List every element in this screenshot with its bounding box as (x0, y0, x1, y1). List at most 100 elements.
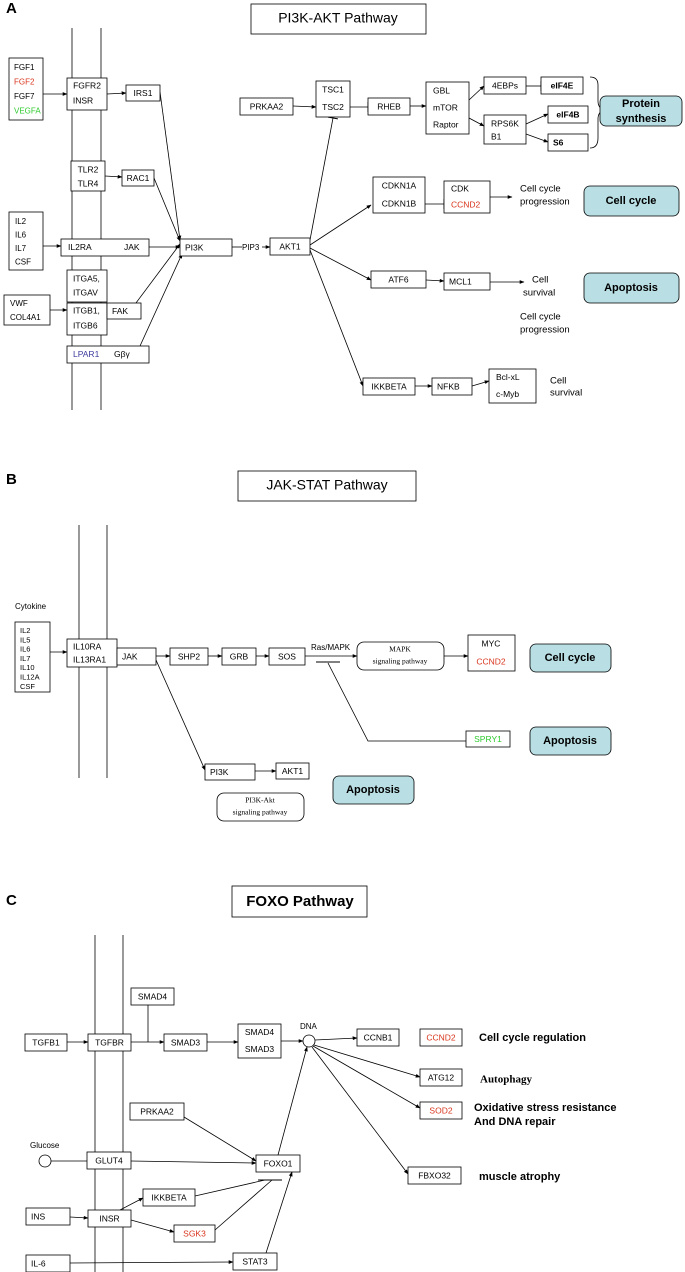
protein-synthesis-node (599, 95, 683, 127)
irs1-node (125, 84, 161, 102)
cytokine-a-1: IL6 (15, 231, 27, 240)
mtor-label: mTOR (433, 102, 458, 112)
cdk-label: CDK (451, 183, 469, 193)
eif4b-node-label: eIF4B (556, 109, 579, 119)
ins-to-insr (69, 1215, 89, 1220)
ccnb1-node (356, 1028, 400, 1047)
cytokine-b-2: IL6 (20, 645, 30, 654)
cytokine-a-2: IL7 (15, 244, 27, 253)
insr-c-node (87, 1209, 132, 1228)
cytokine-a-0: IL2 (15, 217, 27, 226)
fak-node (106, 302, 142, 320)
gby-label: Gβγ (114, 349, 131, 359)
akt1-b-node-label: AKT1 (282, 766, 304, 776)
smad4-top-node-label: SMAD4 (138, 991, 168, 1001)
cell-cycle-prog-4: progression (520, 325, 570, 336)
smad-complex-box (237, 1023, 282, 1059)
cytokine-b-1: IL5 (20, 635, 30, 644)
dna-to-sod2 (312, 1045, 421, 1109)
spry1-node (465, 730, 511, 748)
tlr-to-rac1 (104, 174, 123, 179)
apoptosis-b1-label: Apoptosis (543, 735, 597, 747)
eif4e-node (540, 76, 584, 95)
cytokine-b-4: IL10 (20, 663, 35, 672)
cdkn1b-label: CDKN1B (382, 198, 417, 208)
apoptosis-b2-node (332, 775, 415, 805)
rps6k-box (483, 114, 527, 145)
fgf-ligand-2: FGF7 (14, 92, 35, 101)
mtor-to-rps6k (468, 117, 485, 127)
fgfr2-to-irs1 (106, 91, 127, 96)
il13ra1-label: IL13RA1 (73, 654, 106, 664)
tgfbr-node (87, 1033, 132, 1052)
smad4-label: SMAD4 (245, 1027, 275, 1037)
ikkbeta-a-node (362, 377, 416, 396)
cdk-box (443, 180, 491, 214)
atf6-to-mcl1 (425, 278, 445, 283)
sgk3-node-label: SGK3 (183, 1228, 206, 1238)
fgfr2-insr-box (66, 77, 108, 111)
ins-node (25, 1207, 71, 1226)
rps6k-label: RPS6K (491, 118, 519, 128)
mtor-complex-box (425, 81, 470, 135)
jak-to-pi3k-b (155, 659, 206, 771)
raptor-label: Raptor (433, 119, 459, 129)
stat3-to-foxo1 (265, 1171, 293, 1254)
sgk3-node (173, 1224, 216, 1243)
cell-cycle-prog-2: progression (520, 197, 570, 208)
tsc-box (315, 80, 351, 118)
bclxl-label: Bcl-xL (496, 372, 520, 382)
itga5-label: ITGA5, (73, 273, 100, 283)
panel-c-title: FOXO Pathway (246, 893, 354, 910)
mapk-pathway-node (356, 641, 445, 671)
dna-to-fbxo32 (311, 1046, 409, 1175)
eif4b-node (547, 105, 589, 124)
cell-survival-2b: survival (550, 388, 582, 399)
atf6-node-label: ATF6 (388, 274, 408, 284)
cell-survival-1a: Cell (532, 275, 548, 286)
ebps-node-label: 4EBPs (492, 80, 518, 90)
pi3k-b-node-label: PI3K (210, 767, 229, 777)
ccnd2-a-label: CCND2 (451, 199, 481, 209)
spry1-inhibits-ras (327, 662, 466, 742)
mapk-label-2: signaling pathway (373, 657, 428, 666)
tgfb1-node-label: TGFB1 (32, 1037, 60, 1047)
synthesis-label: synthesis (616, 113, 667, 125)
jak-a-label: JAK (124, 242, 140, 252)
s6-node-label: S6 (553, 137, 564, 147)
insr-c-node-label: INSR (99, 1213, 119, 1223)
glut4-to-foxo1 (130, 1160, 257, 1165)
rac1-node-label: RAC1 (127, 173, 150, 183)
dna-repair-label: And DNA repair (474, 1116, 556, 1128)
akt1-inhibits-tsc (309, 117, 334, 241)
fgf-ligand-0: FGF1 (14, 63, 35, 72)
cytokine-b-0: IL2 (20, 626, 30, 635)
tgfbr-node-label: TGFBR (95, 1037, 124, 1047)
ebps-node (483, 76, 527, 95)
ccnd2-b-label: CCND2 (476, 656, 506, 666)
irs1-node-label: IRS1 (134, 88, 153, 98)
jak-b-node-label: JAK (122, 651, 138, 661)
foxo1-to-dna (277, 1046, 308, 1156)
apoptosis-b1-node (529, 726, 612, 756)
smad3-node (163, 1033, 208, 1052)
spry1-node-label: SPRY1 (474, 734, 502, 744)
nfkb-node (431, 377, 473, 396)
panel-b-title: JAK-STAT Pathway (266, 477, 387, 493)
cdkn-box (372, 176, 426, 214)
rheb-node (367, 97, 411, 116)
rps6k-to-s6 (525, 133, 549, 143)
insr-label: INSR (73, 95, 93, 105)
fgf-ligands-box (8, 57, 44, 121)
pi3kakt-label-2: signaling pathway (233, 808, 288, 817)
ccnd2-c-node (419, 1028, 463, 1047)
autophagy-label: Autophagy (480, 1074, 532, 1086)
pi3k-node (179, 238, 233, 257)
jak-b-node (116, 647, 157, 666)
sos-node (268, 647, 306, 666)
dna-label: DNA (300, 1022, 318, 1031)
myc-box (467, 634, 516, 672)
rac1-to-pi3k (153, 177, 181, 242)
